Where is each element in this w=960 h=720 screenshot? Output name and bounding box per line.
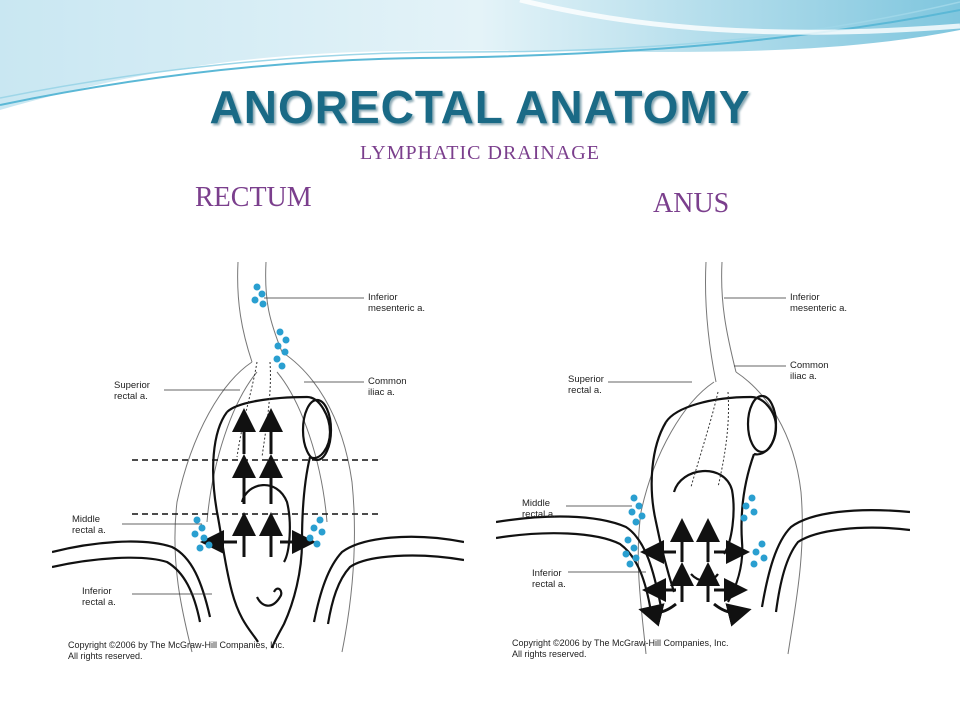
label-inferior-rectal: Inferior rectal a. bbox=[532, 568, 566, 590]
label-common-iliac: Common iliac a. bbox=[790, 360, 829, 382]
anus-diagram: Inferior mesenteric a. Common iliac a. S… bbox=[496, 262, 910, 670]
copyright-line: All rights reserved. bbox=[68, 651, 143, 661]
anus-label: ANUS bbox=[653, 188, 730, 219]
rectum-illustration bbox=[52, 262, 464, 653]
lymph-node-icon bbox=[191, 283, 326, 552]
label-inferior-rectal: Inferior rectal a. bbox=[82, 586, 116, 608]
lymph-node-icon bbox=[622, 494, 768, 568]
rectum-diagram: Inferior mesenteric a. Superior rectal a… bbox=[52, 262, 464, 670]
copyright-line: Copyright ©2006 by The McGraw-Hill Compa… bbox=[512, 638, 729, 648]
label-superior-rectal: Superior rectal a. bbox=[114, 380, 150, 402]
slide-subtitle: LYMPHATIC DRAINAGE bbox=[360, 142, 600, 164]
label-inferior-mesenteric: Inferior mesenteric a. bbox=[790, 292, 848, 314]
copyright-line: All rights reserved. bbox=[512, 649, 587, 659]
label-superior-rectal: Superior rectal a. bbox=[568, 374, 604, 396]
label-middle-rectal: Middle rectal a. bbox=[72, 514, 106, 536]
rectum-label: RECTUM bbox=[195, 182, 312, 213]
wave-banner bbox=[0, 0, 960, 110]
copyright-line: Copyright ©2006 by The McGraw-Hill Compa… bbox=[68, 640, 285, 650]
label-common-iliac: Common iliac a. bbox=[368, 376, 407, 398]
slide-title: ANORECTAL ANATOMY bbox=[209, 81, 751, 133]
label-middle-rectal: Middle rectal a. bbox=[522, 498, 556, 520]
drainage-arrow-icon bbox=[713, 602, 752, 627]
label-inferior-mesenteric: Inferior mesenteric a. bbox=[368, 292, 426, 314]
anus-illustration bbox=[496, 262, 910, 655]
drainage-arrow-icon bbox=[638, 602, 677, 627]
